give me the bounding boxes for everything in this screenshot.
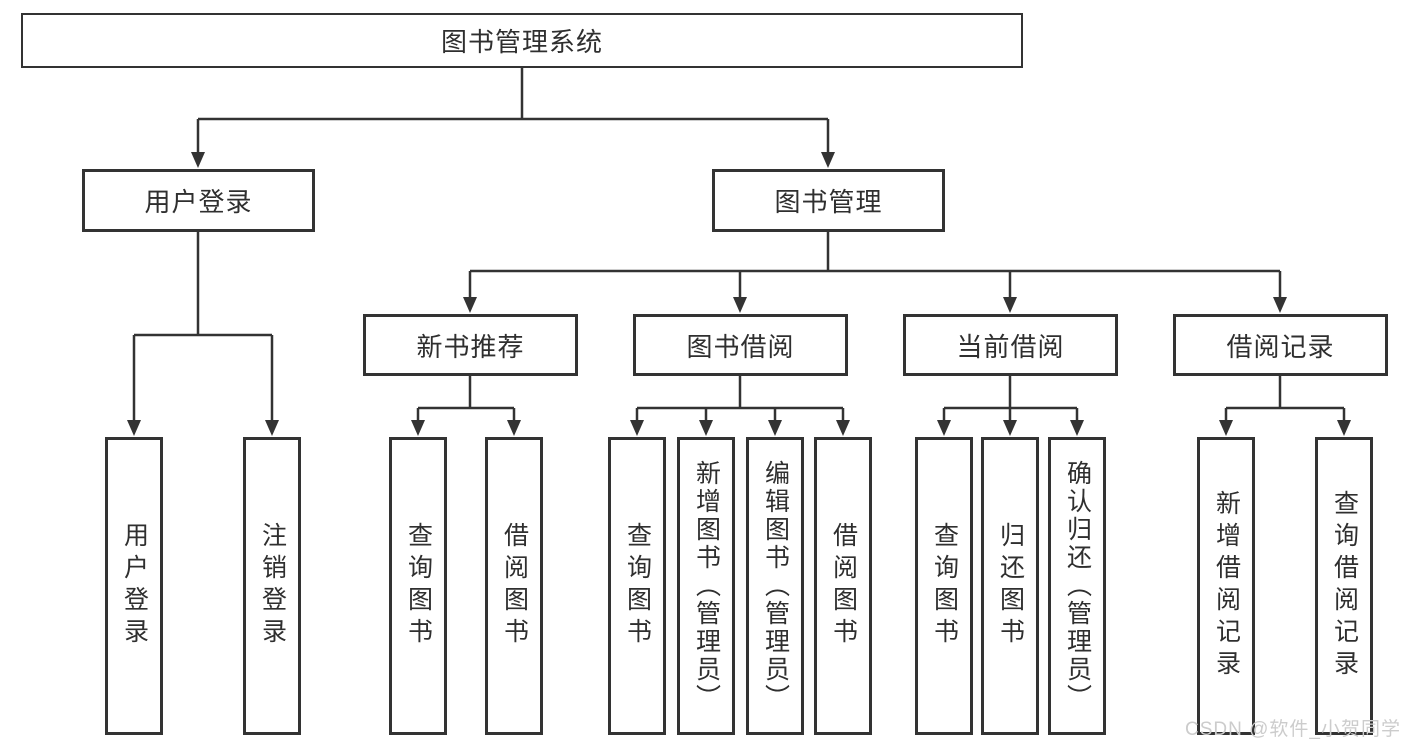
node-label: 确认归还（管理员） — [1063, 460, 1092, 712]
arrow-down-icon — [507, 420, 521, 436]
arrow-down-icon — [836, 420, 850, 436]
arrowhead-icons — [127, 152, 1351, 436]
node-label: 用户登录 — [144, 187, 253, 217]
leaf-add-borrow-record: 新增借阅记录 — [1197, 437, 1255, 735]
node-label: 借阅图书 — [500, 522, 529, 650]
node-label: 图书管理 — [774, 187, 883, 217]
arrow-down-icon — [265, 420, 279, 436]
leaf-query-books-borrow: 查询图书 — [608, 437, 666, 735]
csdn-watermark: CSDN @软件_小贺同学 — [1185, 719, 1401, 740]
leaf-query-books-current: 查询图书 — [915, 437, 973, 735]
arrow-down-icon — [411, 420, 425, 436]
node-label: 查询图书 — [930, 522, 959, 650]
node-label: 借阅图书 — [829, 522, 858, 650]
leaf-query-borrow-record: 查询借阅记录 — [1315, 437, 1373, 735]
node-label: 新增图书（管理员） — [692, 460, 721, 712]
node-label: 归还图书 — [996, 522, 1025, 650]
node-label: 新书推荐 — [416, 331, 525, 362]
arrow-down-icon — [733, 297, 747, 313]
arrow-down-icon — [127, 420, 141, 436]
arrow-down-icon — [1337, 420, 1351, 436]
arrow-down-icon — [768, 420, 782, 436]
node-book-management: 图书管理 — [712, 169, 945, 232]
leaf-add-book-admin: 新增图书（管理员） — [677, 437, 735, 735]
node-label: 编辑图书（管理员） — [761, 460, 790, 712]
node-label: 注销登录 — [258, 522, 287, 650]
arrow-down-icon — [937, 420, 951, 436]
node-label: 查询图书 — [623, 522, 652, 650]
node-label: 借阅记录 — [1226, 331, 1335, 362]
leaf-borrow-books-recommend: 借阅图书 — [485, 437, 543, 735]
node-user-login: 用户登录 — [82, 169, 315, 232]
node-label: 新增借阅记录 — [1212, 490, 1241, 682]
leaf-logout: 注销登录 — [243, 437, 301, 735]
leaf-query-books-recommend: 查询图书 — [389, 437, 447, 735]
arrow-down-icon — [463, 297, 477, 313]
node-book-borrowing: 图书借阅 — [633, 314, 848, 376]
leaf-confirm-return-admin: 确认归还（管理员） — [1048, 437, 1106, 735]
arrow-down-icon — [1003, 297, 1017, 313]
node-library-management-system: 图书管理系统 — [21, 13, 1023, 68]
node-new-book-recommendation: 新书推荐 — [363, 314, 578, 376]
node-label: 图书管理系统 — [440, 27, 603, 57]
leaf-user-login: 用户登录 — [105, 437, 163, 735]
arrow-down-icon — [630, 420, 644, 436]
arrow-down-icon — [821, 152, 835, 168]
node-label: 查询图书 — [404, 522, 433, 650]
arrow-down-icon — [1219, 420, 1233, 436]
node-borrowing-records: 借阅记录 — [1173, 314, 1388, 376]
arrow-down-icon — [1070, 420, 1084, 436]
node-label: 当前借阅 — [956, 331, 1065, 362]
node-label: 用户登录 — [120, 522, 149, 650]
node-current-borrowing: 当前借阅 — [903, 314, 1118, 376]
leaf-borrow-books: 借阅图书 — [814, 437, 872, 735]
node-label: 查询借阅记录 — [1330, 490, 1359, 682]
arrow-down-icon — [699, 420, 713, 436]
leaf-return-book: 归还图书 — [981, 437, 1039, 735]
arrow-down-icon — [1003, 420, 1017, 436]
arrow-down-icon — [191, 152, 205, 168]
leaf-edit-book-admin: 编辑图书（管理员） — [746, 437, 804, 735]
node-label: 图书借阅 — [686, 331, 795, 362]
arrow-down-icon — [1273, 297, 1287, 313]
